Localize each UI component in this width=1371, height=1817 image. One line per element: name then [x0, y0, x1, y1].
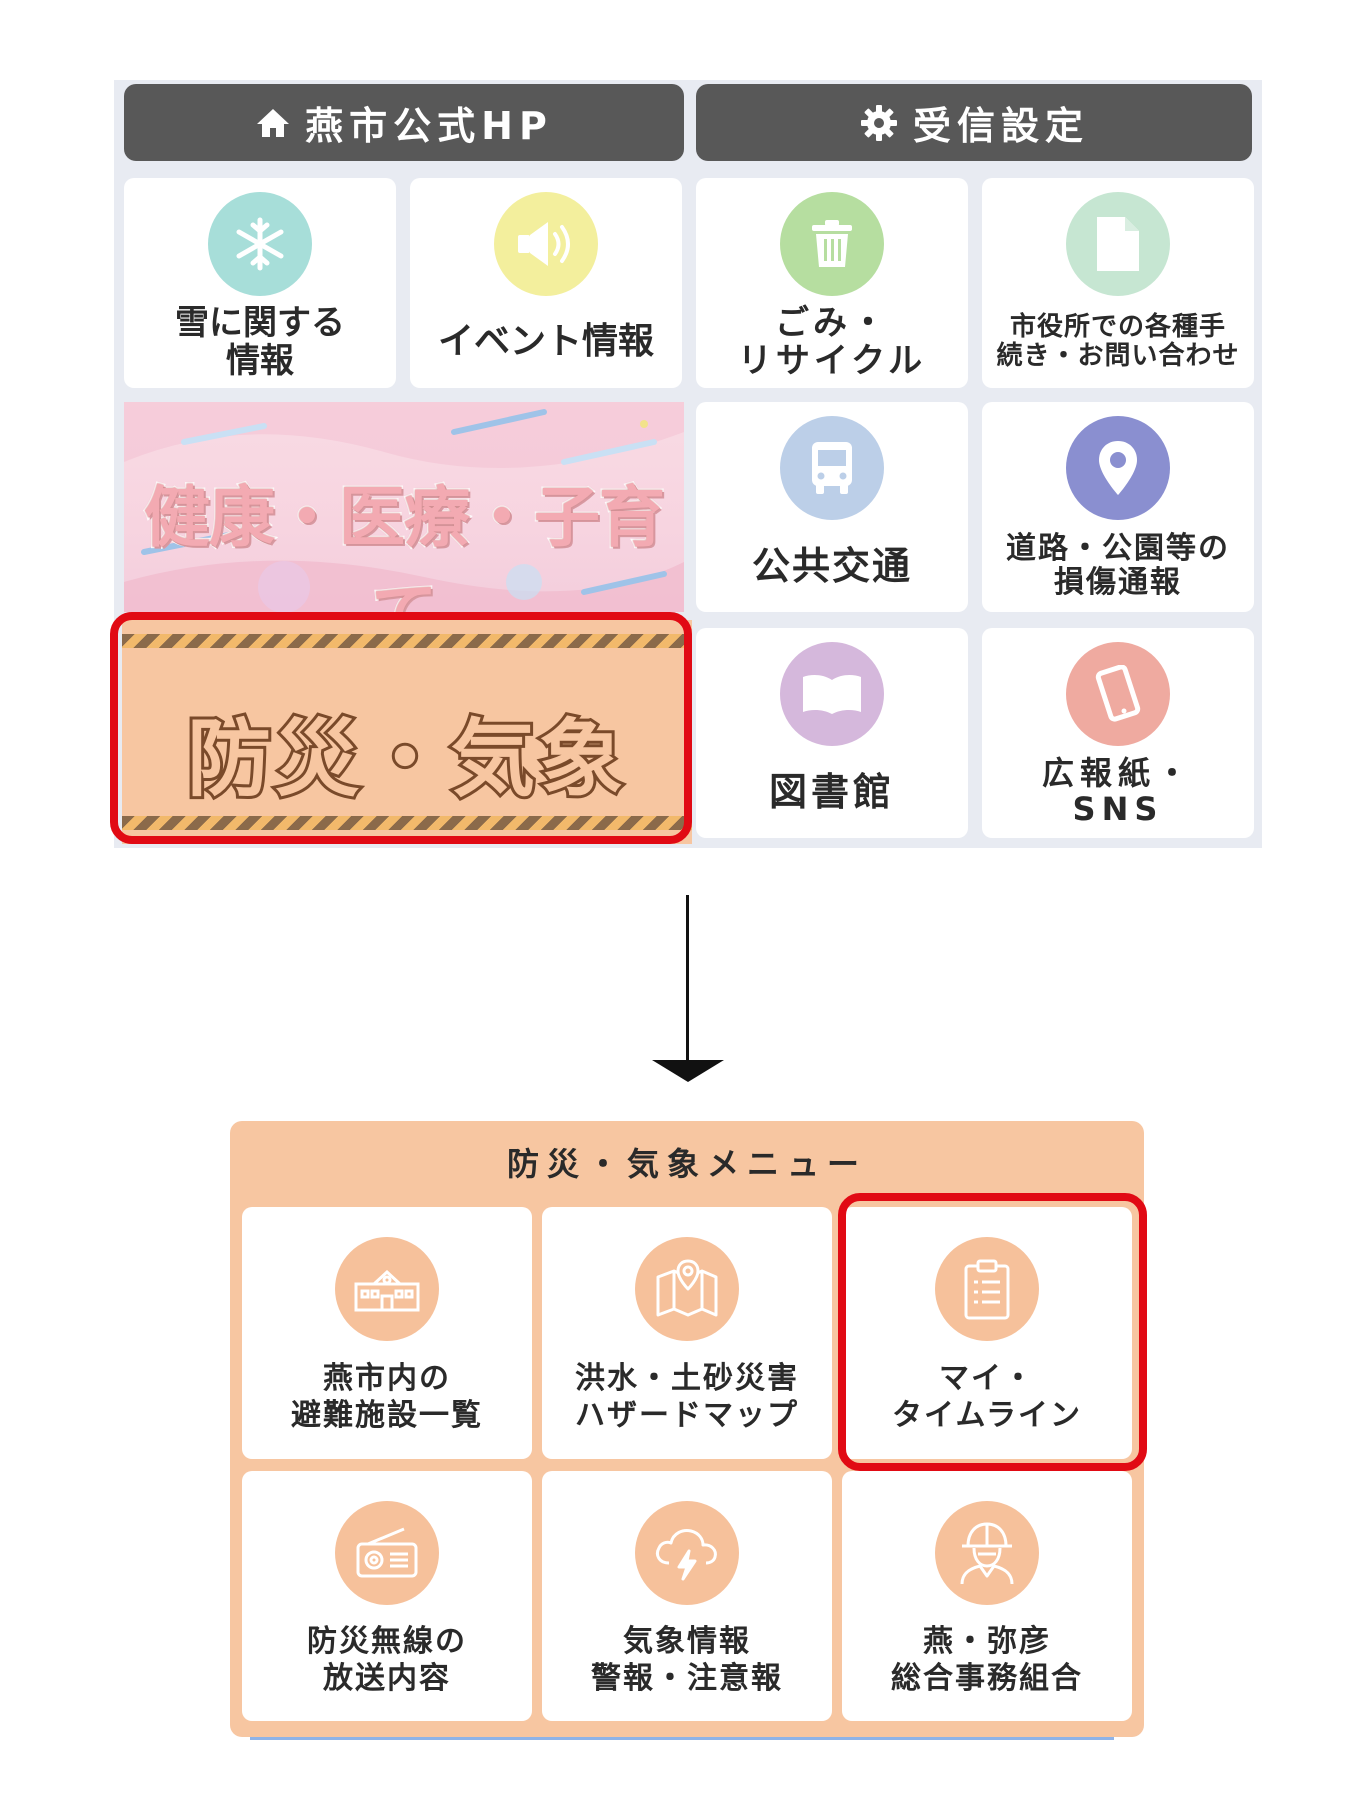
receive-settings-label: 受信設定: [912, 104, 1089, 148]
official-hp-button[interactable]: 燕市公式HP: [124, 84, 684, 161]
tile-snow-info-label: 雪に関する 情報: [175, 302, 345, 381]
disaster-banner-title: 防災・気象: [184, 707, 627, 811]
menu-weather-warnings-label: 気象情報 警報・注意報: [591, 1623, 783, 1697]
caution-stripe-bottom: [122, 816, 692, 830]
radio-icon: [335, 1501, 439, 1605]
tile-event-info-label: イベント情報: [437, 320, 654, 362]
tile-road-park-damage-report-label: 道路・公園等の 損傷通報: [1006, 531, 1230, 600]
speaker-icon: [494, 192, 598, 296]
tile-city-hall-procedures[interactable]: 市役所での各種手 続き・お問い合わせ: [982, 178, 1254, 388]
map-icon: [635, 1237, 739, 1341]
menu-my-timeline-label: マイ・ タイムライン: [892, 1360, 1082, 1434]
menu-evacuation-facilities[interactable]: 燕市内の 避難施設一覧: [242, 1207, 532, 1459]
tablet-icon: [1066, 642, 1170, 746]
disaster-banner-highlight: [110, 612, 692, 844]
menu-hazard-map[interactable]: 洪水・土砂災害 ハザードマップ: [542, 1207, 832, 1459]
tile-pr-sns[interactable]: 広報紙・ SNS: [982, 628, 1254, 838]
tile-library[interactable]: 図書館: [696, 628, 968, 838]
receive-settings-button[interactable]: 受信設定: [696, 84, 1252, 161]
tile-library-label: 図書館: [768, 769, 895, 814]
trash-icon: [780, 192, 884, 296]
caution-stripe-top: [122, 634, 692, 648]
menu-hazard-map-label: 洪水・土砂災害 ハザードマップ: [575, 1360, 799, 1434]
clipboard-icon: [935, 1237, 1039, 1341]
document-icon: [1066, 192, 1170, 296]
tile-city-hall-procedures-label: 市役所での各種手 続き・お問い合わせ: [996, 311, 1240, 371]
gear-icon: [860, 104, 897, 141]
snowflake-icon: [208, 192, 312, 296]
tile-public-transport[interactable]: 公共交通: [696, 402, 968, 612]
my-timeline-highlight: [838, 1193, 1147, 1471]
health-medical-childcare-banner[interactable]: 健康・医療・子育て: [124, 402, 684, 612]
disaster-weather-banner[interactable]: 防災・気象: [122, 620, 692, 844]
tile-road-park-damage-report[interactable]: 道路・公園等の 損傷通報: [982, 402, 1254, 612]
disaster-weather-menu: 防災・気象メニュー 燕市内の 避難施設一覧 洪水・土砂災害 ハザードマップ: [230, 1121, 1144, 1740]
home-icon: [257, 108, 290, 137]
health-banner-title: 健康・医療・子育て: [143, 478, 667, 613]
official-hp-label: 燕市公式HP: [305, 104, 553, 148]
menu-evacuation-facilities-label: 燕市内の 避難施設一覧: [291, 1360, 483, 1434]
menu-tsubame-yahiko-union[interactable]: 燕・弥彦 総合事務組合: [842, 1471, 1132, 1721]
down-arrow-shaft: [686, 895, 689, 1067]
top-menu-panel: 燕市公式HP 受信設定 雪に関する 情報: [114, 80, 1262, 848]
menu-disaster-radio-broadcast-label: 防災無線の 放送内容: [307, 1623, 467, 1697]
thunder-cloud-icon: [635, 1501, 739, 1605]
menu-tsubame-yahiko-union-label: 燕・弥彦 総合事務組合: [891, 1623, 1083, 1697]
menu-disaster-radio-broadcast[interactable]: 防災無線の 放送内容: [242, 1471, 532, 1721]
school-building-icon: [335, 1237, 439, 1341]
map-pin-icon: [1066, 416, 1170, 520]
menu-title: 防災・気象メニュー: [506, 1145, 867, 1183]
book-icon: [780, 642, 884, 746]
tile-event-info[interactable]: イベント情報: [410, 178, 682, 388]
tile-pr-sns-label: 広報紙・ SNS: [1041, 754, 1194, 828]
down-arrow-icon: [652, 1060, 724, 1082]
menu-weather-warnings[interactable]: 気象情報 警報・注意報: [542, 1471, 832, 1721]
menu-bottom-border: [250, 1737, 1114, 1740]
tile-garbage-recycle[interactable]: ごみ・ リサイクル: [696, 178, 968, 388]
firefighter-icon: [935, 1501, 1039, 1605]
banner-decoration: [124, 402, 684, 612]
tile-garbage-recycle-label: ごみ・ リサイクル: [737, 302, 927, 381]
menu-my-timeline[interactable]: マイ・ タイムライン: [842, 1207, 1132, 1459]
tile-snow-info[interactable]: 雪に関する 情報: [124, 178, 396, 388]
tile-public-transport-label: 公共交通: [751, 543, 912, 588]
bus-icon: [780, 416, 884, 520]
